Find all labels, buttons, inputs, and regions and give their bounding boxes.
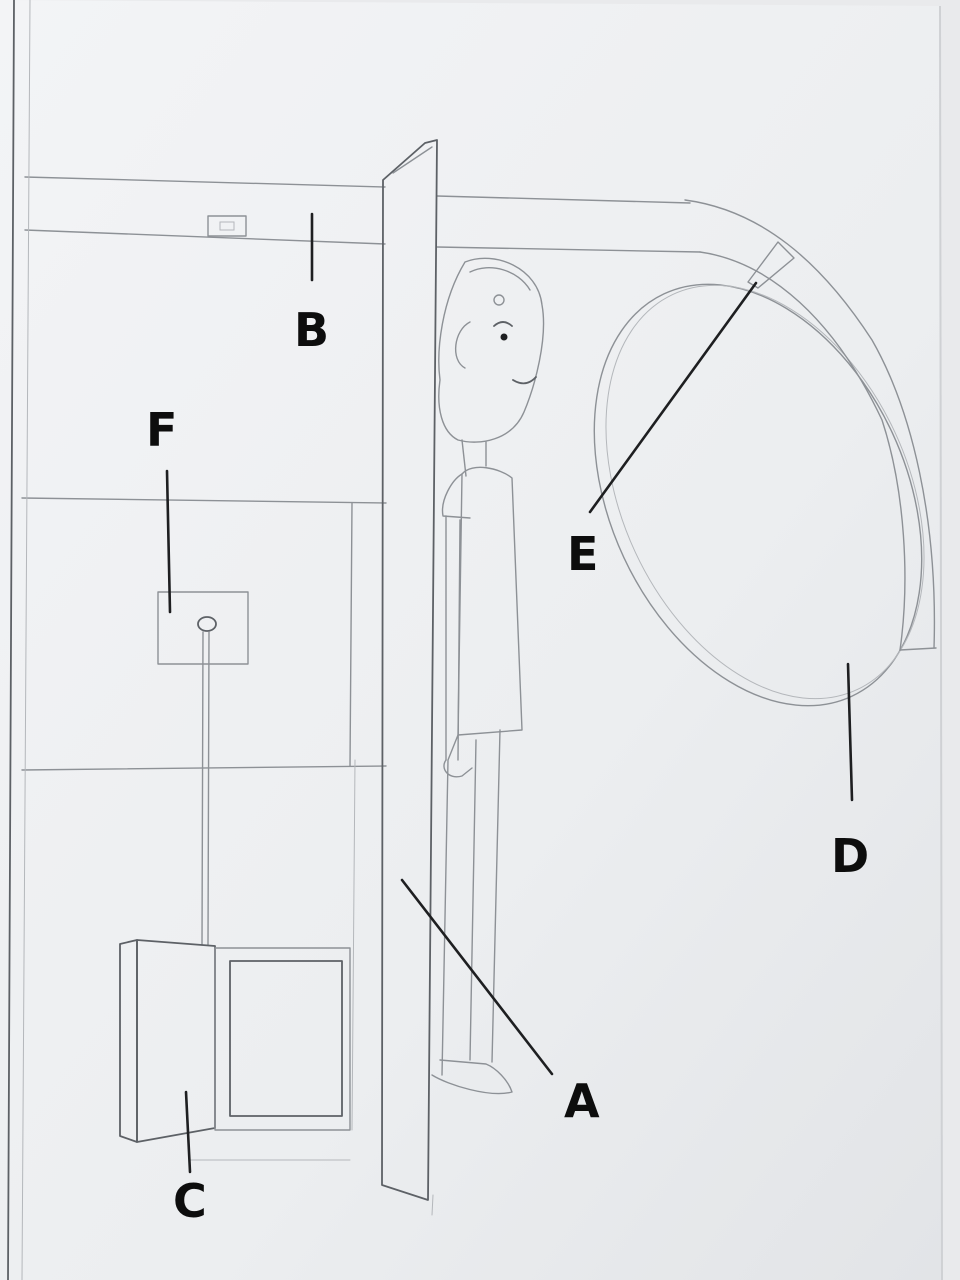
label-f: F	[146, 403, 177, 457]
ceiling-beam	[24, 176, 701, 253]
wall-switch-box	[157, 591, 249, 946]
label-b: B	[294, 303, 329, 357]
label-e: E	[567, 527, 598, 581]
beam-fixture-icon	[207, 215, 247, 237]
leader-lines	[165, 212, 854, 1174]
leader-line-e	[588, 281, 758, 514]
leader-line-d	[846, 662, 854, 802]
leader-line-a	[400, 878, 554, 1076]
floor-cabinet	[119, 939, 351, 1161]
leader-line-c	[184, 1090, 192, 1174]
label-d: D	[831, 829, 869, 883]
standing-person	[431, 257, 545, 1095]
label-c: C	[173, 1174, 207, 1228]
vertical-pole	[381, 139, 438, 1216]
leader-line-f	[165, 469, 172, 614]
round-mirror	[593, 199, 937, 707]
label-a: A	[564, 1074, 600, 1128]
wall-panels	[21, 0, 387, 1280]
